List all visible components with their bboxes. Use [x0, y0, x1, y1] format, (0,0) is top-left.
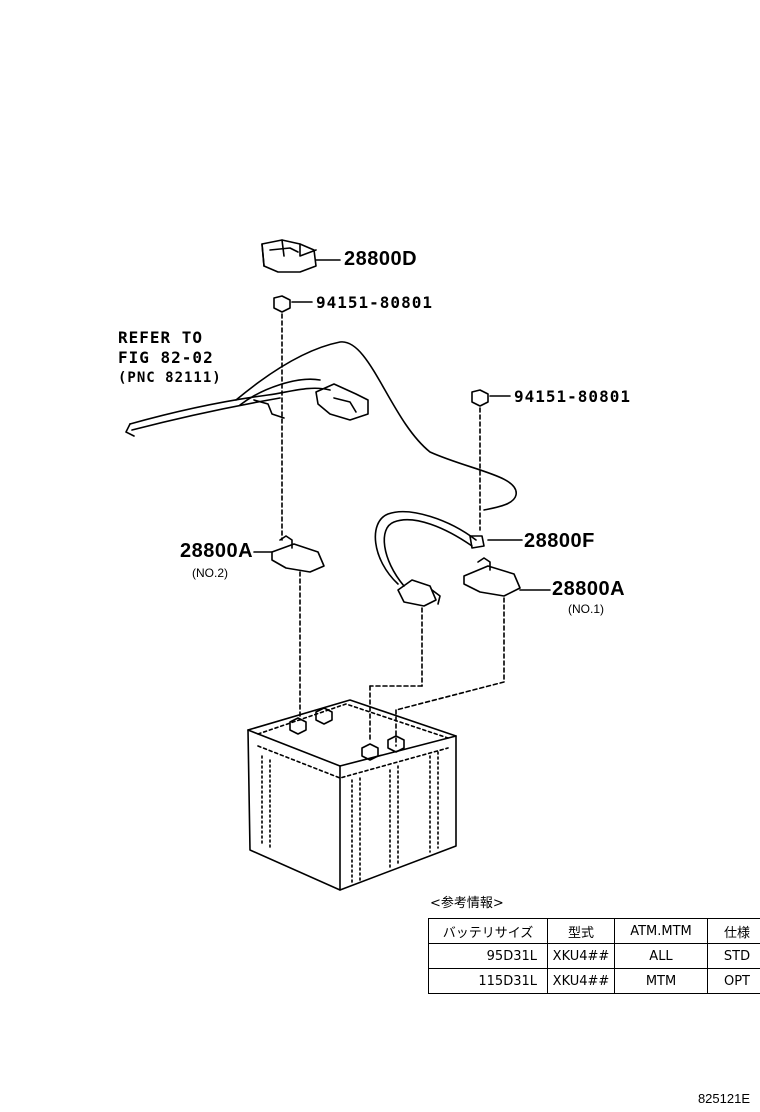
label-terminal-no1-sub: (NO.1)	[568, 602, 604, 616]
harness-terminal	[315, 383, 369, 421]
battery-part	[247, 699, 457, 891]
clamp-cover-part	[261, 239, 341, 273]
refer-line-3: (PNC 82111)	[118, 370, 222, 386]
label-terminal-no2: 28800A	[180, 540, 254, 562]
info-table-header: バッテリサイズ 型式 ATM.MTM 仕様	[428, 918, 760, 944]
cell-atm-mtm: ALL	[614, 943, 708, 969]
cell-battery-size: 115D31L	[428, 968, 548, 994]
cell-battery-size: 95D31L	[428, 943, 548, 969]
header-model: 型式	[547, 918, 615, 944]
terminal-no1-part	[395, 557, 551, 747]
cell-model: XKU4##	[547, 943, 615, 969]
header-spec: 仕様	[707, 918, 760, 944]
nut-right-part	[471, 389, 511, 531]
header-atm-mtm: ATM.MTM	[614, 918, 708, 944]
figure-number: 825121E	[697, 1091, 750, 1106]
refer-line-2: FIG 82-02	[118, 348, 214, 367]
label-cable: 28800F	[524, 530, 595, 552]
label-clamp-cover: 28800D	[344, 248, 418, 270]
label-terminal-no2-sub: (NO.2)	[192, 566, 228, 580]
refer-line-1: REFER TO	[118, 328, 204, 347]
cable-terminal	[369, 579, 441, 741]
label-nut-right: 94151-80801	[514, 387, 631, 406]
info-table: バッテリサイズ 型式 ATM.MTM 仕様 95D31L XKU4## ALL …	[428, 918, 760, 994]
cell-model: XKU4##	[547, 968, 615, 994]
cable-part	[374, 510, 523, 587]
label-terminal-no1: 28800A	[552, 578, 626, 600]
info-table-title: <参考情報>	[430, 896, 504, 911]
table-row: 95D31L XKU4## ALL STD	[428, 943, 760, 969]
wire-harness	[125, 341, 517, 511]
label-nut-top: 94151-80801	[316, 293, 433, 312]
cell-spec: STD	[707, 943, 760, 969]
table-row: 115D31L XKU4## MTM OPT	[428, 968, 760, 994]
nut-top-part	[273, 295, 313, 541]
cell-atm-mtm: MTM	[614, 968, 708, 994]
cell-spec: OPT	[707, 968, 760, 994]
terminal-no2-part	[253, 535, 325, 721]
header-battery-size: バッテリサイズ	[428, 918, 548, 944]
